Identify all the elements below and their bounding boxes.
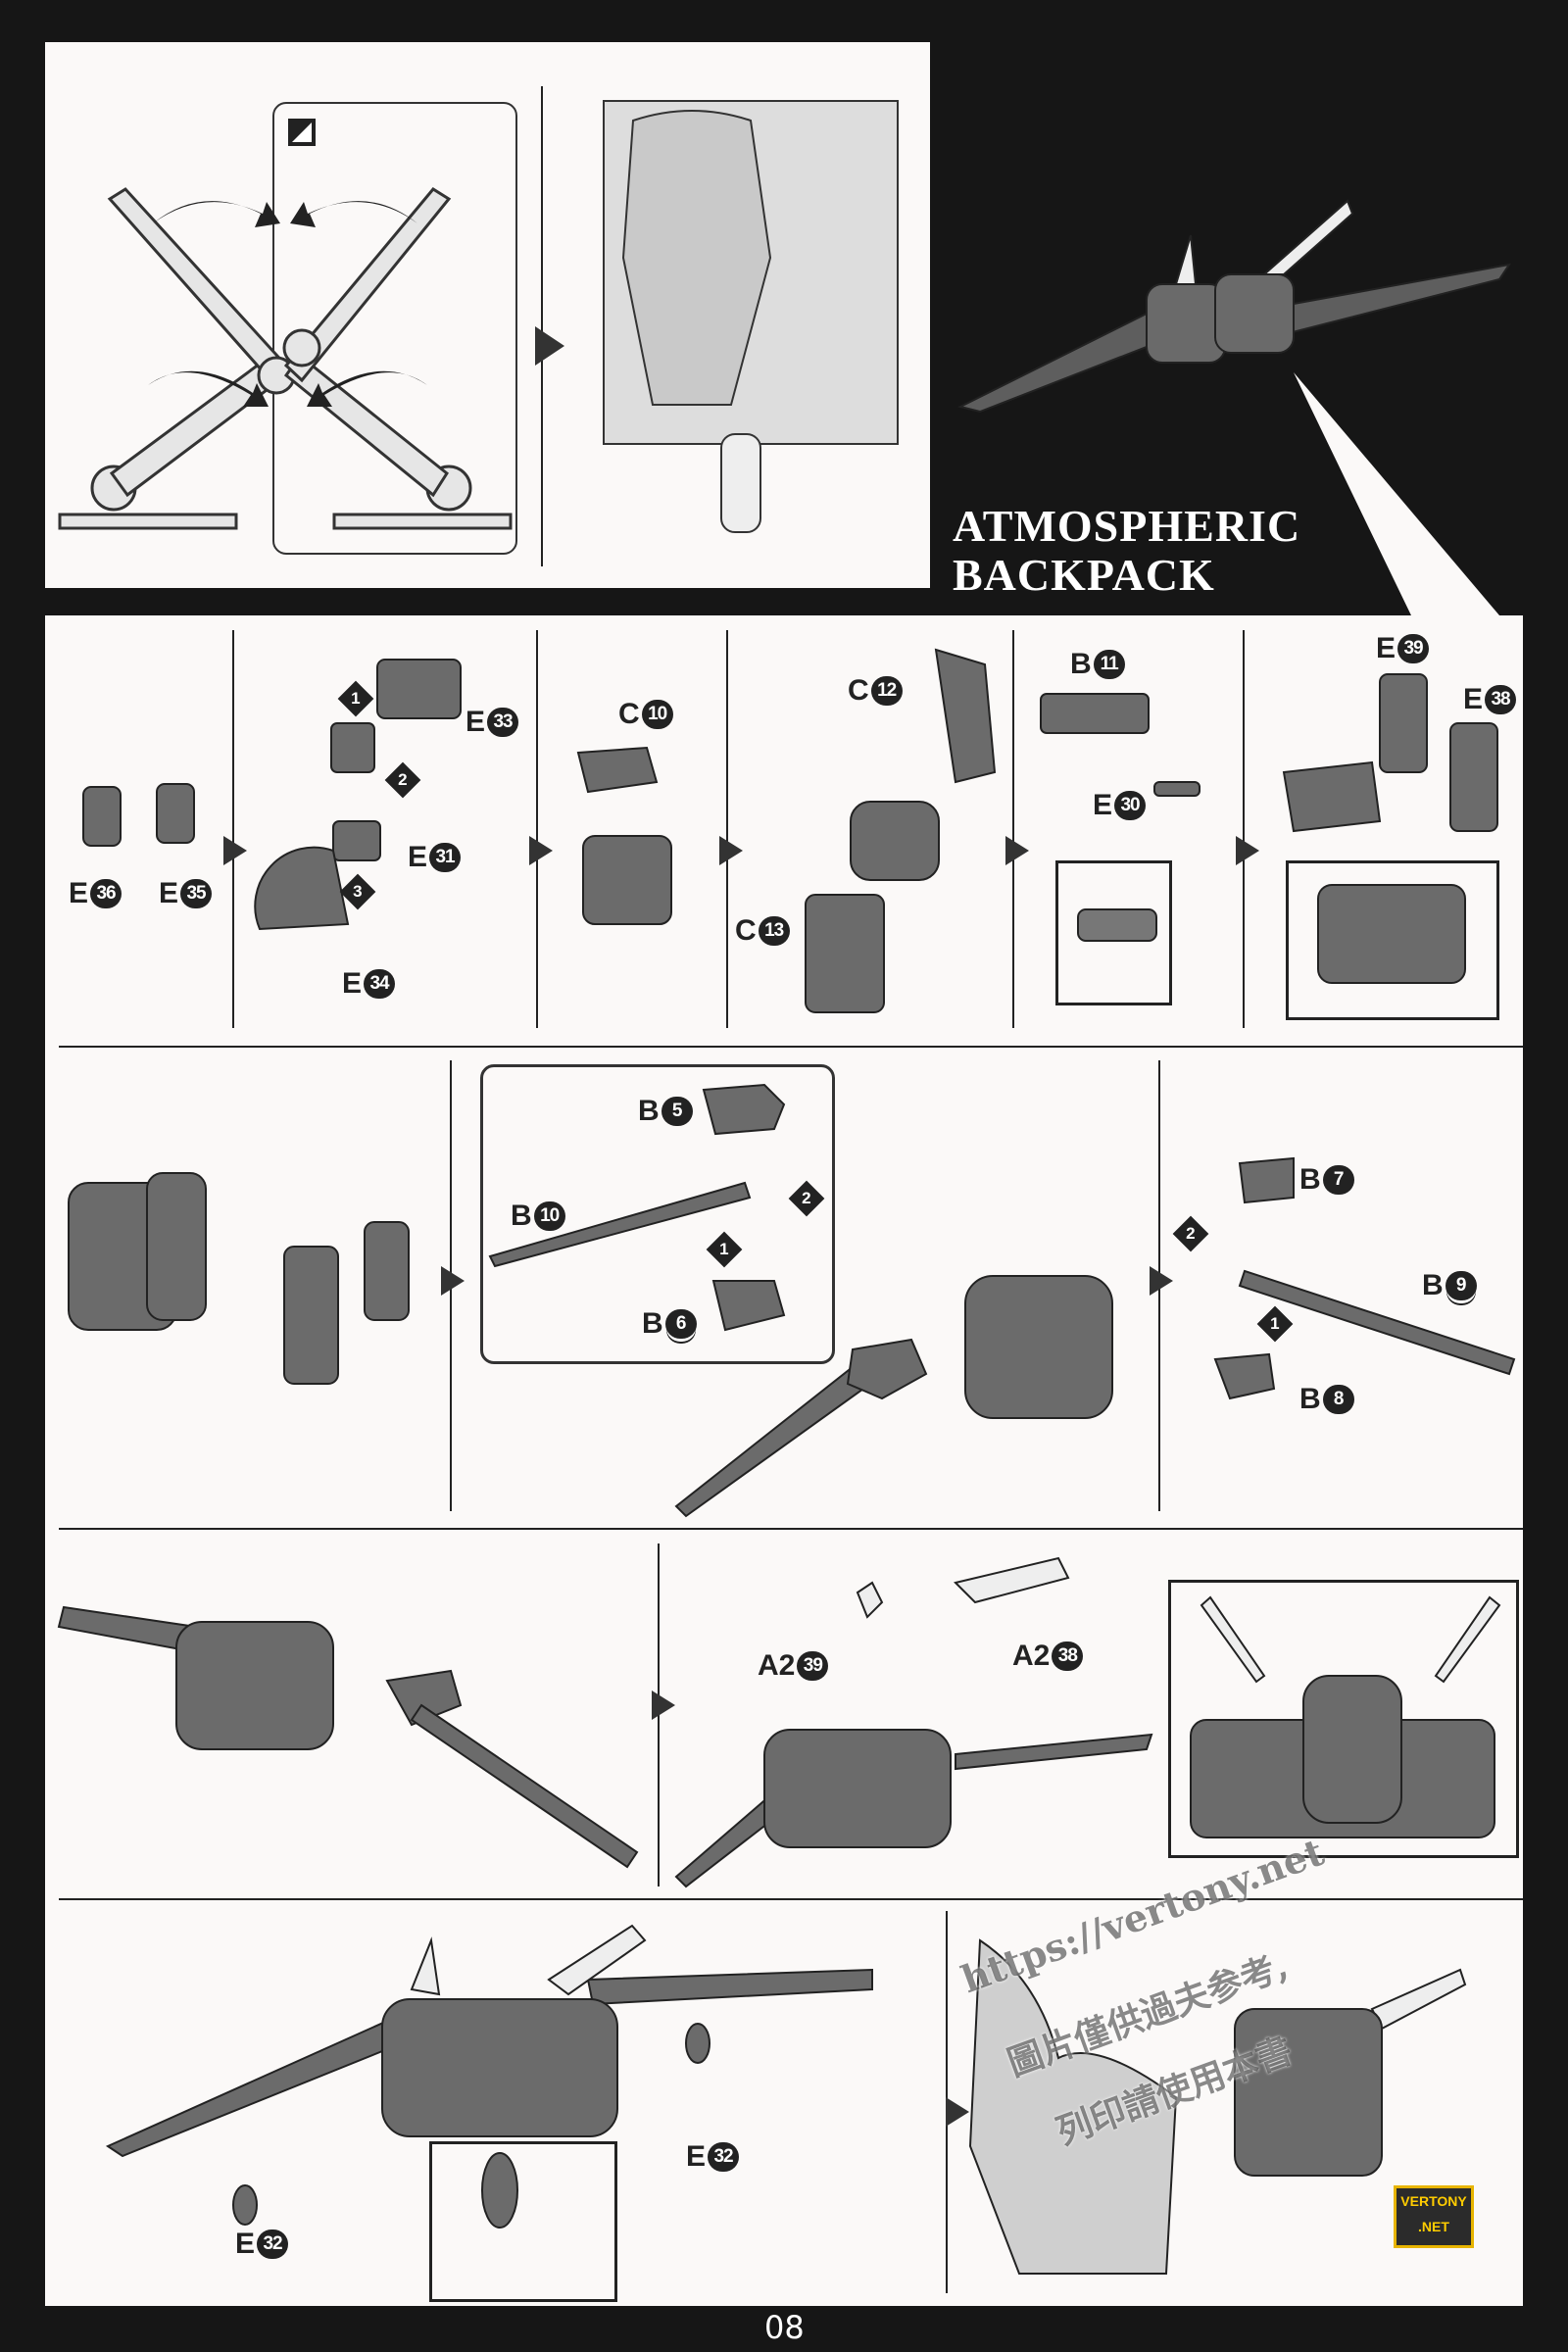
parts-row4 [105, 1924, 1467, 2275]
part-number: 36 [90, 879, 122, 908]
parts-row2 [68, 1083, 1516, 1518]
part-runner: B [638, 1095, 660, 1127]
part-number: 32 [257, 2230, 289, 2259]
part-runner: E [1463, 683, 1484, 715]
parts-row3 [57, 1556, 1501, 1888]
divider [726, 630, 728, 1028]
part-number: 12 [870, 676, 903, 706]
divider [59, 1046, 1523, 1048]
part-number: 33 [487, 708, 519, 737]
part-number: 13 [758, 916, 790, 946]
part-number: 39 [797, 1651, 829, 1681]
part-runner: E [342, 967, 363, 1000]
part-runner: E [69, 877, 89, 909]
divider [232, 630, 234, 1028]
alt-stand-box [272, 102, 517, 555]
part-runner: E [159, 877, 179, 909]
part-runner: C [618, 698, 640, 730]
part-runner: E [408, 841, 428, 873]
divider [541, 86, 543, 566]
part-number: 10 [641, 700, 673, 729]
callout-pointer [1294, 372, 1499, 615]
part-runner: A2 [758, 1649, 796, 1682]
divider [59, 1528, 1523, 1530]
part-runner: B [1422, 1269, 1444, 1301]
part-runner: B [1070, 648, 1092, 680]
part-number: 32 [708, 2142, 740, 2172]
part-number: 11 [1093, 650, 1125, 679]
detail-box-b5-b6 [480, 1064, 835, 1364]
part-runner: E [686, 2140, 707, 2173]
part-number: 34 [364, 969, 396, 999]
part-number: 8 [1322, 1385, 1354, 1414]
part-number: 5 [661, 1097, 693, 1126]
part-number: 30 [1114, 791, 1147, 820]
parts-row1 [82, 648, 1498, 1013]
part-runner: A2 [1012, 1640, 1051, 1672]
part-number: 38 [1485, 685, 1517, 714]
part-number: 31 [429, 843, 462, 872]
divider [1243, 630, 1245, 1028]
divider [536, 630, 538, 1028]
part-runner: C [848, 674, 869, 707]
part-number: 9 [1445, 1271, 1477, 1300]
part-runner: E [1376, 632, 1396, 664]
part-number: 7 [1322, 1165, 1354, 1195]
part-number: 38 [1052, 1642, 1084, 1671]
part-runner: B [642, 1307, 663, 1340]
part-number: 10 [533, 1201, 565, 1231]
vertony-logo: VERTONY.NET [1394, 2185, 1474, 2248]
part-runner: C [735, 914, 757, 947]
part-runner: B [511, 1200, 532, 1232]
part-runner: B [1299, 1163, 1321, 1196]
backpack-illustration [957, 199, 1512, 414]
part-number: 6 [664, 1309, 697, 1339]
divider [59, 1898, 1523, 1900]
part-number: 39 [1397, 634, 1430, 663]
divider [1012, 630, 1014, 1028]
part-runner: E [1093, 789, 1113, 821]
detail-box-e32 [429, 2141, 617, 2302]
page-number: 08 [764, 2309, 805, 2346]
part-runner: E [235, 2228, 256, 2260]
action-base-illustration [58, 100, 899, 533]
part-number: 35 [180, 879, 213, 908]
part-runner: E [466, 706, 486, 738]
part-runner: B [1299, 1383, 1321, 1415]
